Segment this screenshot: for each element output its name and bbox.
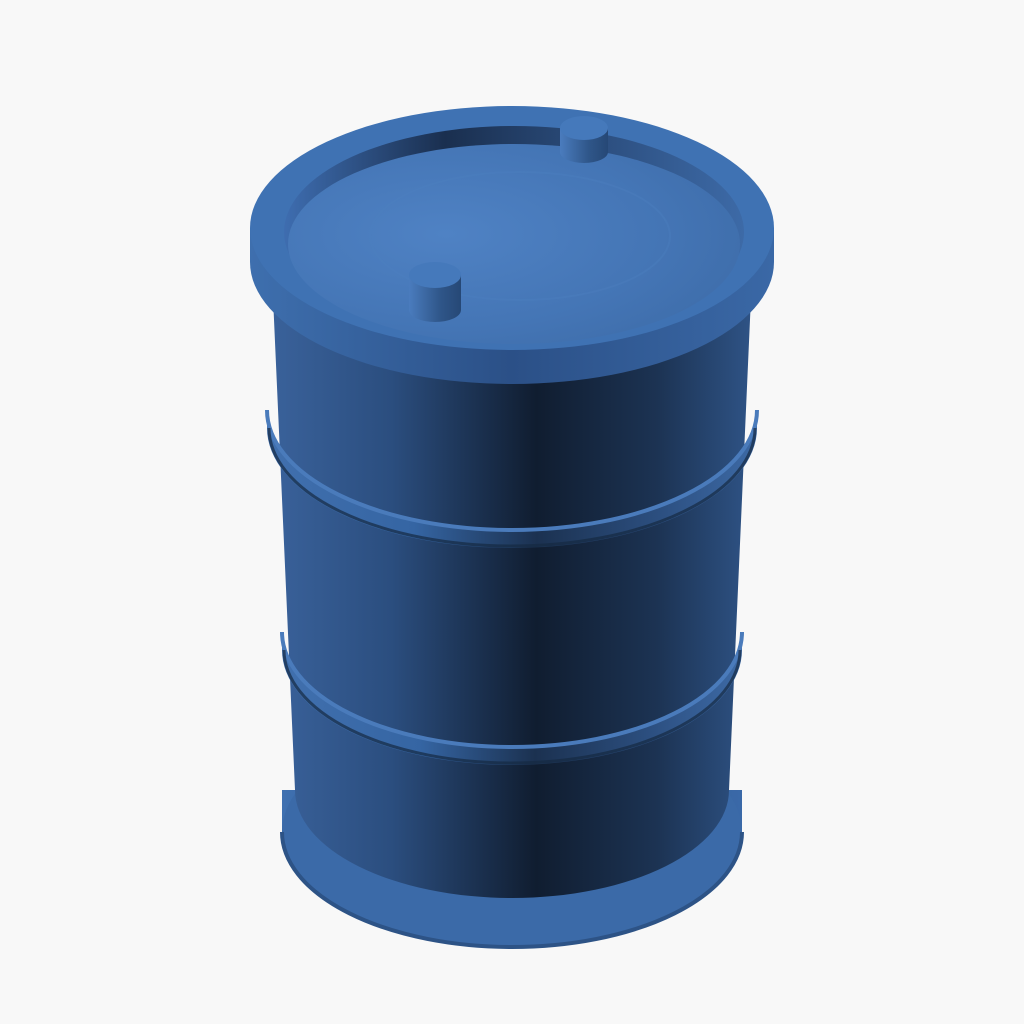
bung-cap-front	[409, 262, 461, 322]
upper-ring	[265, 409, 759, 548]
barrel-lid	[284, 126, 744, 344]
lower-ring	[280, 631, 744, 765]
bung-cap-back	[560, 116, 608, 163]
